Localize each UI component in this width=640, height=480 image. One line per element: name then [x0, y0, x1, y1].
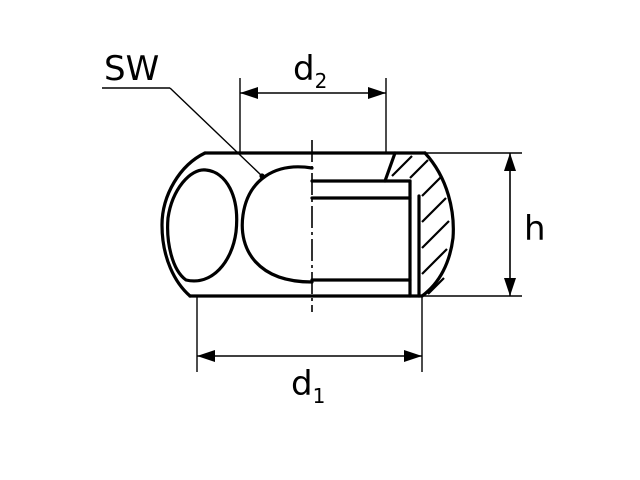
d1-arrow-left — [197, 350, 215, 362]
nut-body — [160, 151, 455, 298]
sw-label: SW — [104, 49, 159, 89]
d2-dimension: d2 — [239, 49, 387, 153]
d1-label: d1 — [291, 364, 325, 408]
chamfer-line — [383, 151, 397, 183]
right-rounded-end — [420, 151, 455, 298]
h-arrow-bottom — [504, 278, 516, 296]
sw-leader-line — [169, 87, 263, 177]
section-hatching — [391, 155, 450, 295]
d2-arrow-left — [240, 87, 258, 99]
wrench-flat-middle — [240, 165, 314, 284]
threaded-bore — [310, 151, 450, 298]
d2-label: d2 — [293, 49, 327, 93]
h-label: h — [524, 209, 546, 249]
h-arrow-top — [504, 153, 516, 171]
d1-dimension: d1 — [196, 296, 423, 408]
left-rounded-end — [160, 151, 207, 298]
wrench-flat-left — [166, 168, 239, 283]
sw-leader-dot — [259, 173, 265, 179]
h-dimension: h — [422, 152, 546, 297]
d1-arrow-right — [404, 350, 422, 362]
d2-arrow-right — [368, 87, 386, 99]
sw-callout: SW — [102, 49, 265, 179]
